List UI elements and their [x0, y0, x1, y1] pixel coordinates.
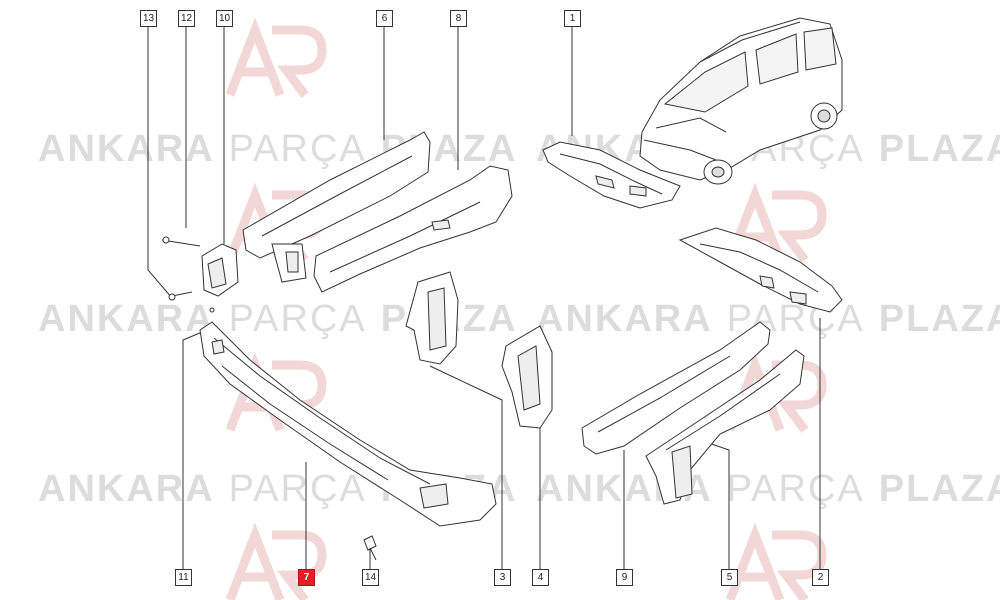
- watermark-logo: [725, 522, 827, 600]
- part-6-shape: [242, 131, 431, 283]
- part-4-shape: [501, 325, 553, 429]
- callout-14: 14: [362, 569, 379, 586]
- callout-1: 1: [564, 10, 581, 27]
- part-5-shape: [645, 349, 805, 505]
- callout-3: 3: [494, 569, 511, 586]
- part-3-shape: [405, 271, 459, 365]
- callout-5: 5: [721, 569, 738, 586]
- callout-9: 9: [616, 569, 633, 586]
- part-7-shape: [199, 321, 497, 527]
- part-8-shape: [313, 165, 513, 293]
- part-9-shape: [581, 321, 771, 455]
- callout-13: 13: [140, 10, 157, 27]
- callout-10: 10: [216, 10, 233, 27]
- callout-12: 12: [178, 10, 195, 27]
- leader-lines: [147, 26, 821, 569]
- watermark-logos: [225, 17, 827, 600]
- vehicle-illustration: [639, 17, 843, 185]
- callout-8: 8: [450, 10, 467, 27]
- watermark-logo: [225, 522, 327, 600]
- callout-4: 4: [532, 569, 549, 586]
- watermark-logo: [225, 17, 327, 98]
- callout-6: 6: [376, 10, 393, 27]
- part-1-shape: [542, 141, 681, 209]
- callout-7-highlighted: 7: [298, 569, 315, 586]
- callout-11: 11: [175, 569, 192, 586]
- callout-2: 2: [812, 569, 829, 586]
- mount-and-fasteners: [161, 236, 239, 313]
- part-14-shape: [363, 535, 377, 561]
- part-2-shape: [678, 227, 843, 313]
